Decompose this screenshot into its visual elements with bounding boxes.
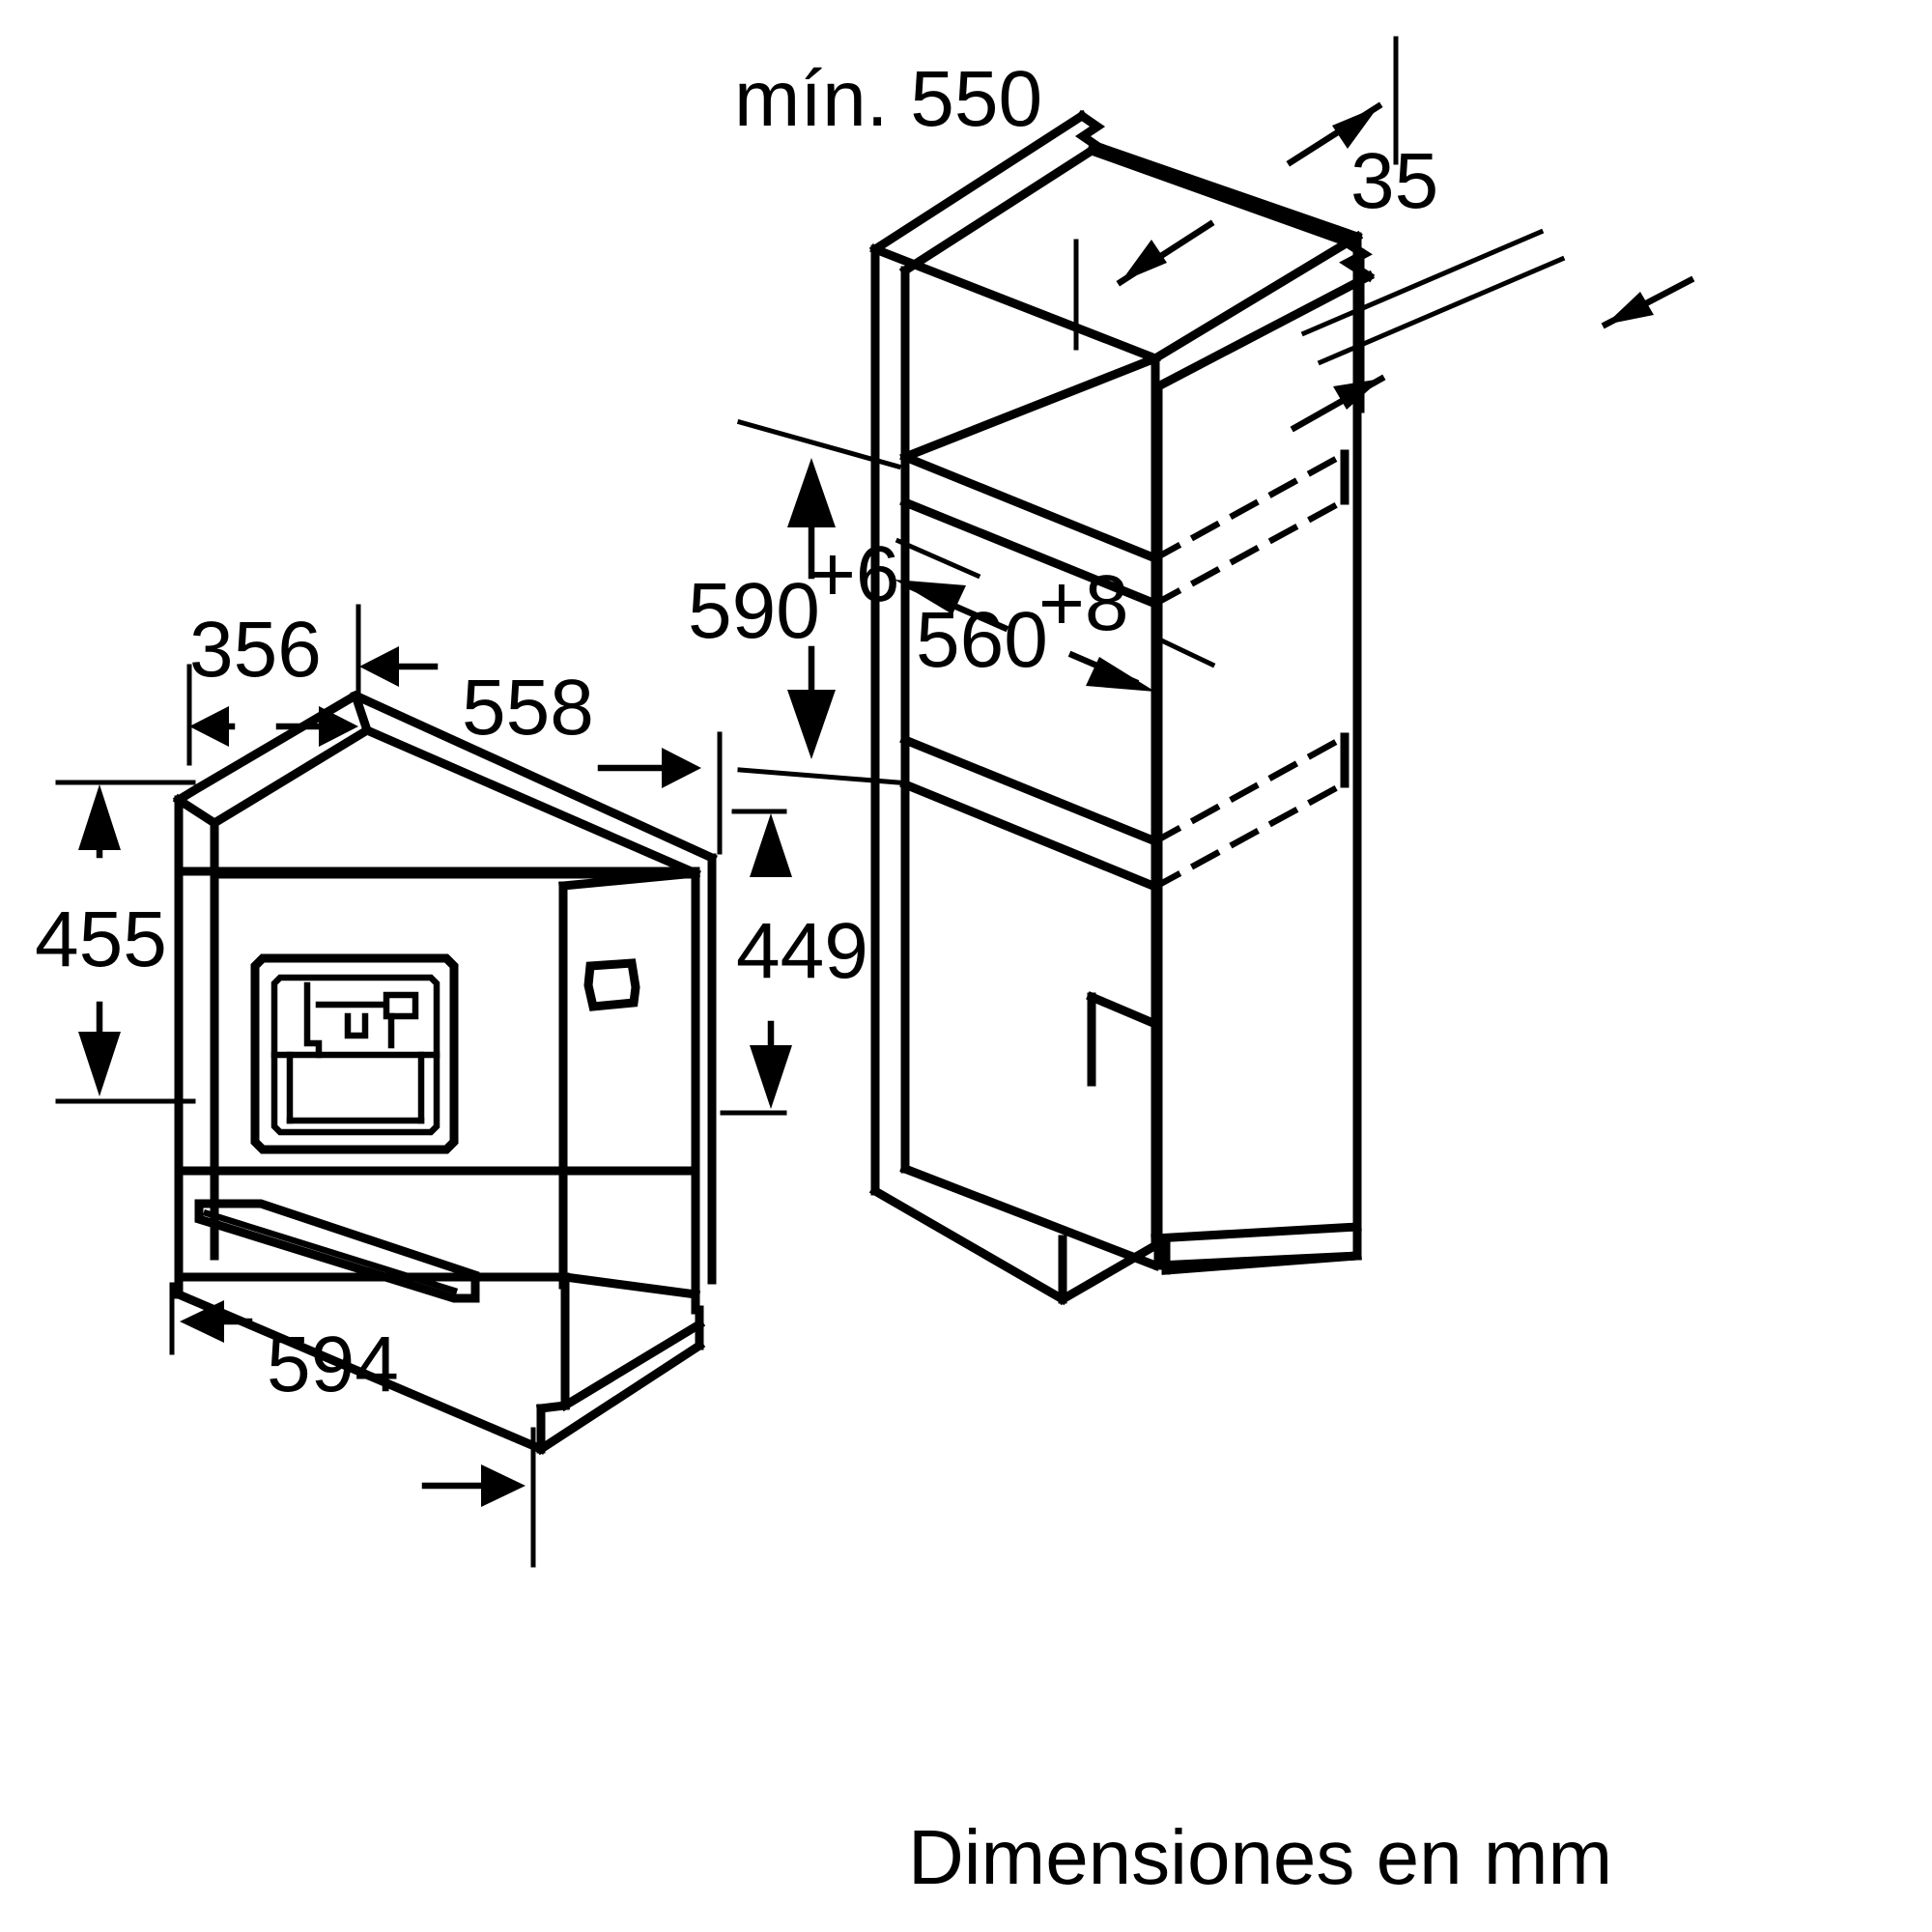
- appliance-illustration: [172, 690, 718, 1456]
- cabinet-dimension-lines: [736, 36, 1695, 785]
- cabinet-niche-illustration: [868, 109, 1376, 1306]
- appliance-dimension-lines: [55, 604, 792, 1568]
